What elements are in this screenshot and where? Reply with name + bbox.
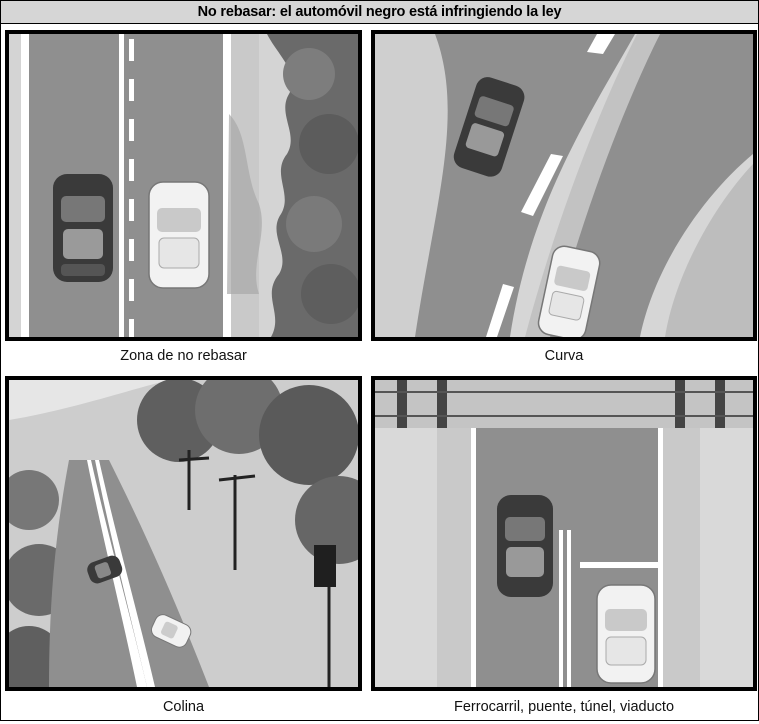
solid-center-line [567, 530, 571, 687]
white-car [597, 585, 655, 683]
caption-hill: Colina [5, 690, 362, 724]
panel-curve [371, 30, 757, 341]
stop-line [580, 562, 660, 568]
figure-title: No rebasar: el automóvil negro está infr… [1, 1, 758, 23]
caption-no-passing-zone: Zona de no rebasar [5, 339, 362, 373]
curve-illustration [375, 34, 753, 337]
solid-center-line [119, 34, 124, 337]
edge-line [471, 428, 476, 687]
signal-box [314, 545, 336, 587]
overpass [375, 380, 753, 428]
no-passing-zone-illustration [9, 34, 358, 337]
title-bar: No rebasar: el automóvil negro está infr… [1, 1, 758, 24]
caption-railroad-bridge-tunnel-viaduct: Ferrocarril, puente, túnel, viaducto [371, 690, 757, 724]
edge-line [658, 428, 663, 687]
black-car [53, 174, 113, 282]
white-car [149, 182, 209, 288]
black-car [497, 495, 553, 597]
railroad-bridge-illustration [375, 380, 753, 687]
panel-hill [5, 376, 362, 691]
hill-illustration [9, 380, 358, 687]
edge-line [21, 34, 29, 337]
caption-curve: Curva [371, 339, 757, 373]
solid-center-line [559, 530, 563, 687]
panel-no-passing-zone [5, 30, 362, 341]
panel-railroad-bridge-tunnel-viaduct [371, 376, 757, 691]
